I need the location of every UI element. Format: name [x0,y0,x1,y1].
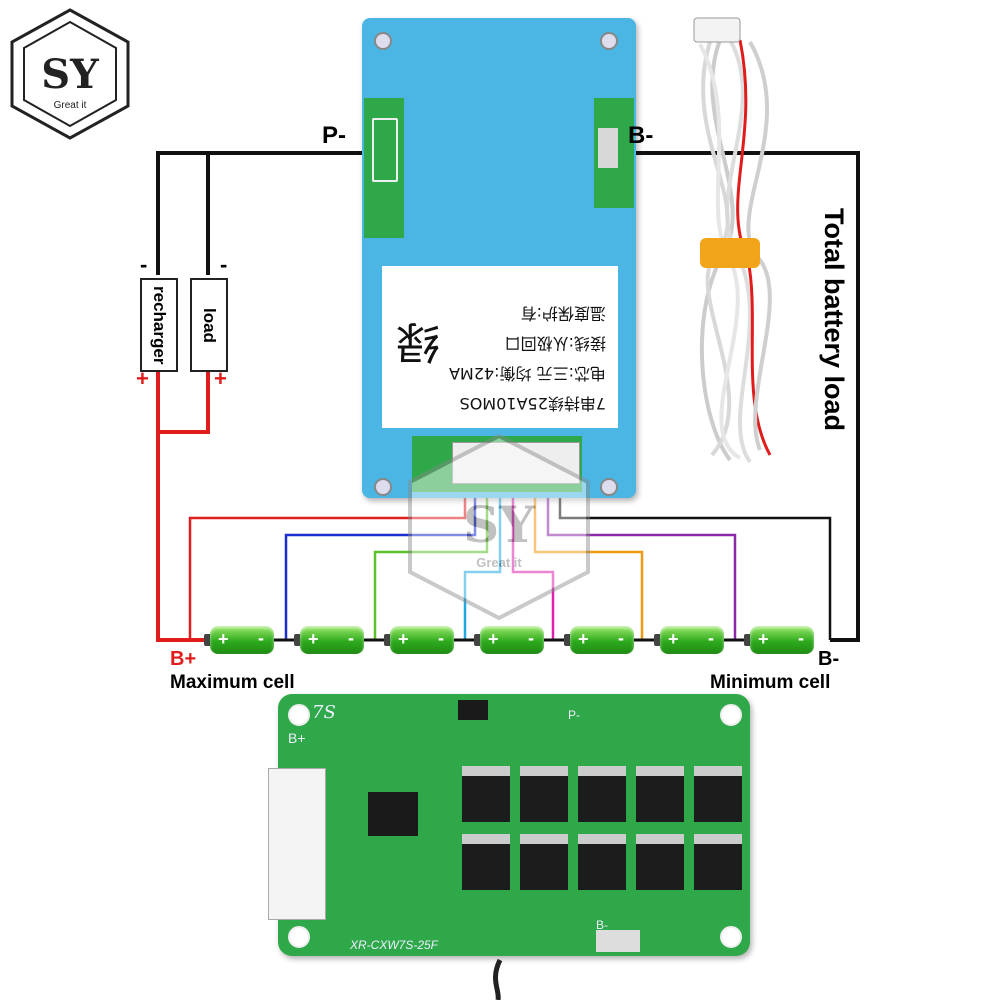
battery-cell-5: +- [564,626,634,654]
spec-sticker: 7串持续25A10MOS 电芯:三元 均衡:42MA 接线:从极回口 温度保护:… [382,266,618,428]
battery-cell-2: +- [294,626,364,654]
logo-tagline: Great it [54,100,87,111]
maximum-cell-label: Maximum cell [170,672,295,693]
sticker-big-char: 绿 [396,316,440,367]
b-plus-label: B+ [170,648,197,670]
battery-cell-1: +- [204,626,274,654]
screw-icon [374,478,392,496]
load-plus-sign: + [214,366,227,391]
recharger-plus-sign: + [136,366,149,391]
watermark-tagline: Great it [476,555,522,570]
logo-letters: SY [41,51,99,98]
b-minus-pad [596,930,640,952]
mount-hole-icon [288,704,310,726]
sense-wire-blue [284,478,477,640]
sense-wire-orange [533,478,644,640]
chip-small [458,700,488,720]
load-label: load [200,307,219,343]
pcb-window-b [594,98,634,208]
sticker-line-2: 电芯:三元 均衡:42MA [449,364,606,383]
ic-chip [368,792,418,836]
load-box: load [190,278,228,372]
bms-module: 7串持续25A10MOS 电芯:三元 均衡:42MA 接线:从极回口 温度保护:… [362,18,636,498]
sy-logo: SY Great it [10,8,130,140]
mosfet-array [462,766,744,896]
mount-hole-icon [288,926,310,948]
pcb-b-minus: B- [596,918,608,932]
sticker-line-4: 温度保护:有 [520,304,606,323]
recharger-label: recharger [150,285,169,365]
pcb-series: 7S [312,702,336,723]
battery-cell-4: +- [474,626,544,654]
cable-tie [700,238,760,268]
mount-hole-icon [720,704,742,726]
sticker-line-3: 接线:从极回口 [504,334,606,353]
sense-wire-cyan [463,478,502,640]
minimum-cell-label: Minimum cell [710,672,831,693]
screw-icon [600,478,618,496]
sense-wire-purple [546,478,737,640]
watermark-letters: SY [463,495,536,554]
battery-cell-6: +- [654,626,724,654]
pcb-b-plus: B+ [288,730,306,746]
pcb-wire [493,958,503,1000]
b-plus-wires [156,372,467,642]
screw-icon [600,32,618,50]
watermark-logo: SY Great it [408,433,590,621]
load-minus-sign: - [220,252,228,277]
recharger-minus-sign: - [140,252,148,277]
pcb-balance-connector [268,768,326,920]
p-minus-label: P- [322,122,346,149]
mount-hole-icon [720,926,742,948]
battery-cell-3: +- [384,626,454,654]
recharger-box: recharger [140,278,178,372]
sense-wire-green [373,478,489,640]
b-minus-top-label: B- [628,122,654,149]
pcb-p-minus: P- [568,708,580,722]
sticker-line-1: 7串持续25A10MOS [459,394,606,413]
total-battery-load-label: Total battery load [819,208,849,432]
balance-port [412,436,582,492]
screw-icon [374,32,392,50]
pcb-window-p [364,98,404,238]
pcb-model: XR-CXW7S-25F [350,938,439,952]
balance-connector [693,17,741,43]
sense-wire-magenta [511,478,555,640]
pcb-board: 7S B+ XR-CXW7S-25F B- P- [268,694,750,956]
battery-cell-7: +- [744,626,814,654]
b-minus-label: B- [818,648,840,670]
